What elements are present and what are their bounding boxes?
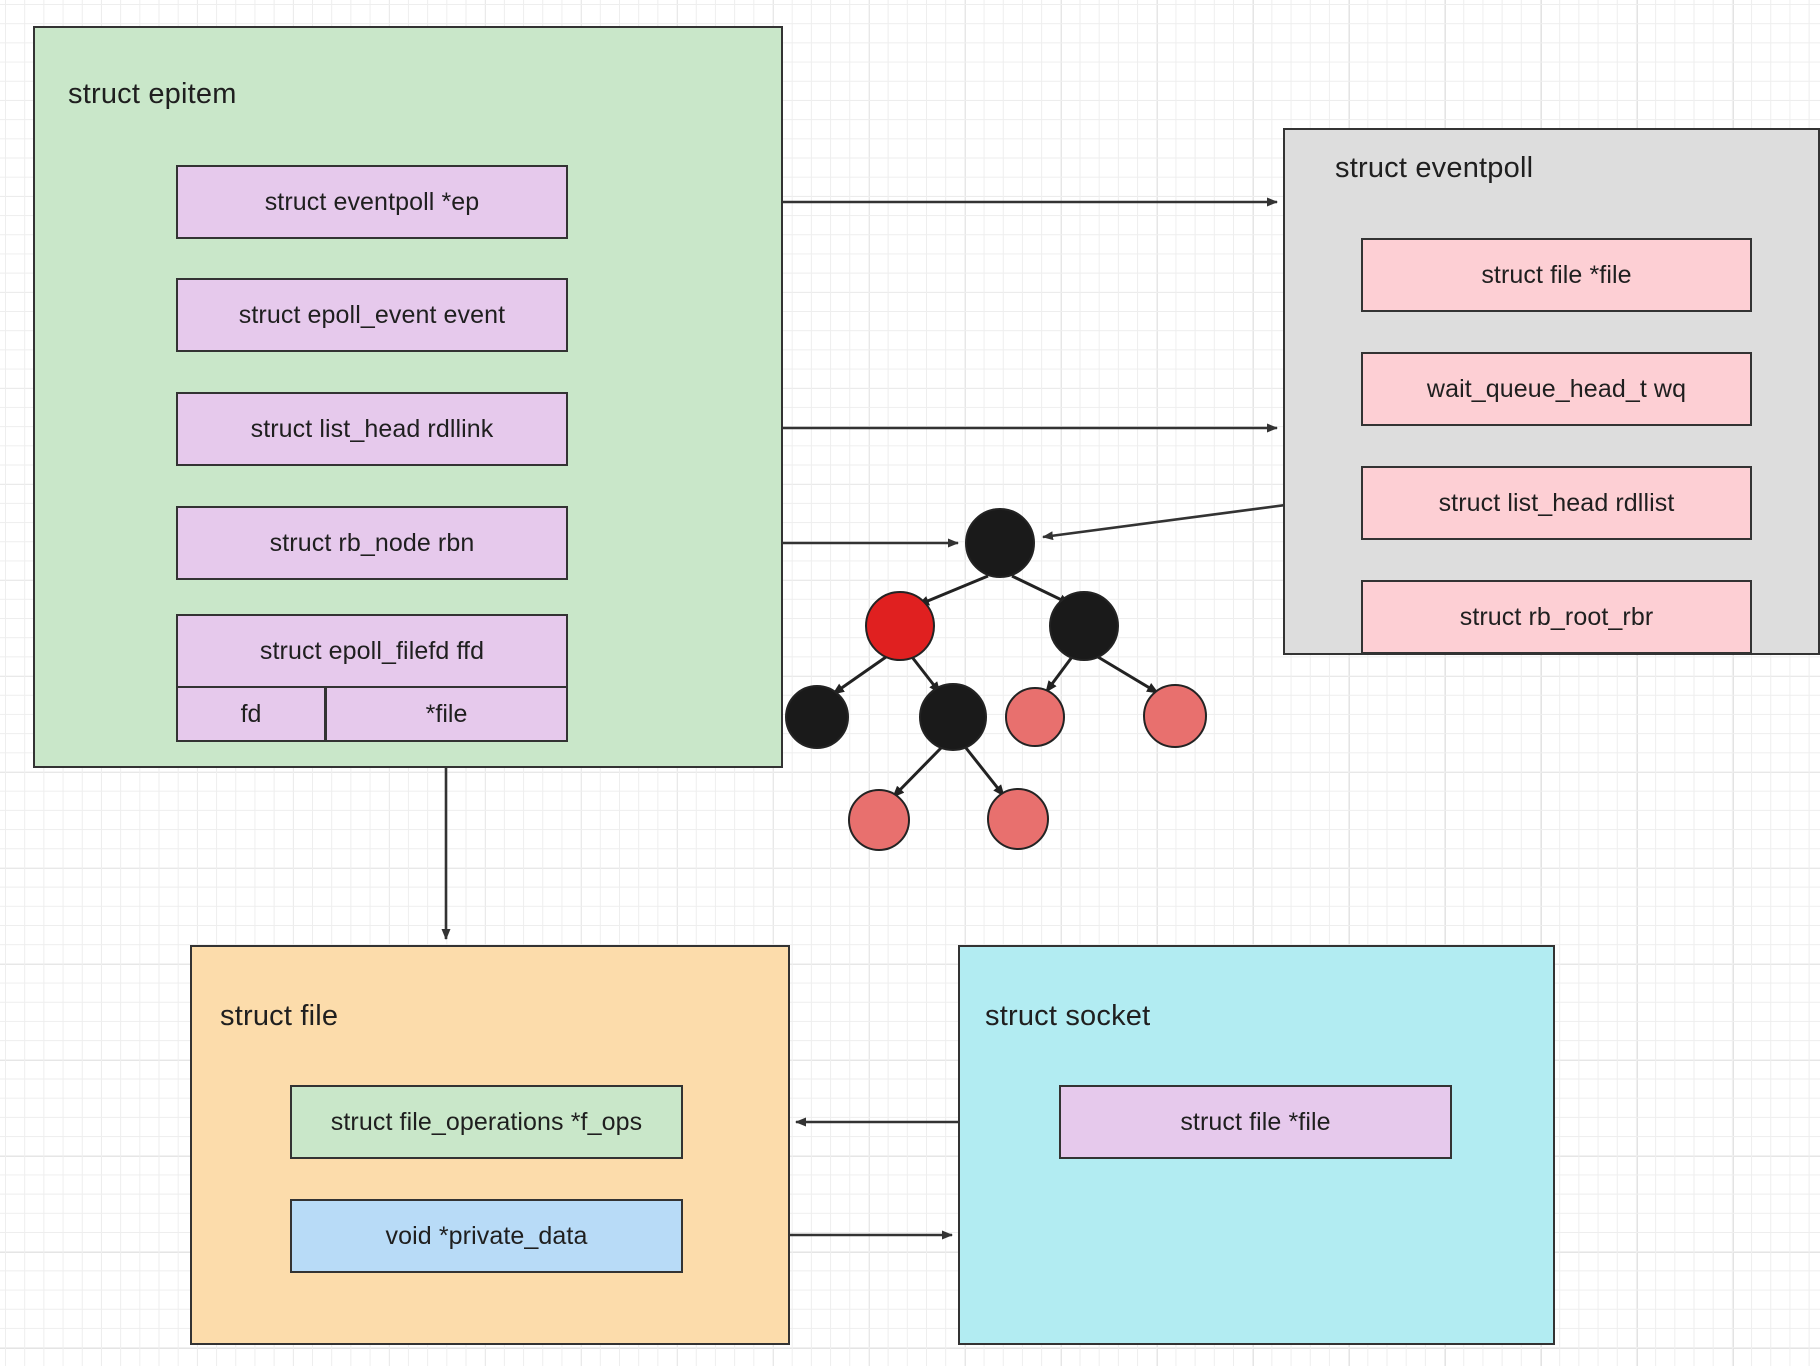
epitem-ffd-cell-fd-label: fd (240, 699, 262, 728)
eventpoll-field-rbr[interactable]: struct rb_root_rbr (1361, 580, 1752, 654)
rbtree-node-lightred-4[interactable] (987, 788, 1049, 850)
epitem-field-ep[interactable]: struct eventpoll *ep (176, 165, 568, 239)
rbtree-node-red-left[interactable] (865, 591, 935, 661)
rbtree-node-lightred-1[interactable] (1005, 687, 1065, 747)
eventpoll-field-file-label: struct file *file (1481, 260, 1632, 289)
epitem-field-rdllink[interactable]: struct list_head rdllink (176, 392, 568, 466)
epitem-field-ffd[interactable]: struct epoll_filefd ffd (176, 614, 568, 688)
eventpoll-field-file[interactable]: struct file *file (1361, 238, 1752, 312)
struct-socket-title: struct socket (985, 1000, 1151, 1032)
eventpoll-field-wq[interactable]: wait_queue_head_t wq (1361, 352, 1752, 426)
eventpoll-field-rbr-label: struct rb_root_rbr (1459, 602, 1654, 631)
rbtree-edge-n5-n8 (891, 746, 943, 799)
struct-eventpoll-title: struct eventpoll (1335, 152, 1534, 184)
eventpoll-field-rdllist[interactable]: struct list_head rdllist (1361, 466, 1752, 540)
rbtree-node-black-right[interactable] (1049, 591, 1119, 661)
epitem-field-ffd-label: struct epoll_filefd ffd (259, 636, 485, 665)
socket-field-file-label: struct file *file (1180, 1107, 1331, 1136)
rbtree-node-lightred-3[interactable] (848, 789, 910, 851)
eventpoll-field-wq-label: wait_queue_head_t wq (1426, 374, 1687, 403)
epitem-field-event[interactable]: struct epoll_event event (176, 278, 568, 352)
file-field-f-ops[interactable]: struct file_operations *f_ops (290, 1085, 683, 1159)
rbtree-node-root[interactable] (965, 508, 1035, 578)
epitem-ffd-cell-fd[interactable]: fd (176, 686, 326, 742)
rbtree-edge-n2-n4 (832, 655, 887, 696)
rbtree-edge-n3-n6 (1044, 656, 1074, 693)
epitem-field-rbn-label: struct rb_node rbn (269, 528, 475, 557)
epitem-field-rdllink-label: struct list_head rdllink (250, 414, 494, 443)
file-field-f-ops-label: struct file_operations *f_ops (330, 1107, 643, 1136)
file-field-private-data-label: void *private_data (385, 1221, 588, 1250)
rbtree-node-black-mid[interactable] (919, 683, 987, 751)
rbtree-edge-root-n2 (917, 574, 989, 607)
file-field-private-data[interactable]: void *private_data (290, 1199, 683, 1273)
rbtree-node-black-leaf-left[interactable] (785, 685, 849, 749)
rbtree-edge-n3-n7 (1097, 655, 1159, 695)
eventpoll-field-rdllist-label: struct list_head rdllist (1438, 488, 1675, 517)
rbtree-edge-n5-n9 (964, 747, 1006, 797)
epitem-ffd-cell-file-label: *file (425, 699, 468, 728)
epitem-ffd-cell-file[interactable]: *file (325, 686, 568, 742)
rbtree-node-lightred-2[interactable] (1143, 684, 1207, 748)
epitem-field-rbn[interactable]: struct rb_node rbn (176, 506, 568, 580)
struct-epitem-title: struct epitem (68, 78, 237, 110)
epitem-field-ep-label: struct eventpoll *ep (264, 187, 480, 216)
socket-field-file[interactable]: struct file *file (1059, 1085, 1452, 1159)
struct-file-title: struct file (220, 1000, 339, 1032)
epitem-field-event-label: struct epoll_event event (238, 300, 506, 329)
